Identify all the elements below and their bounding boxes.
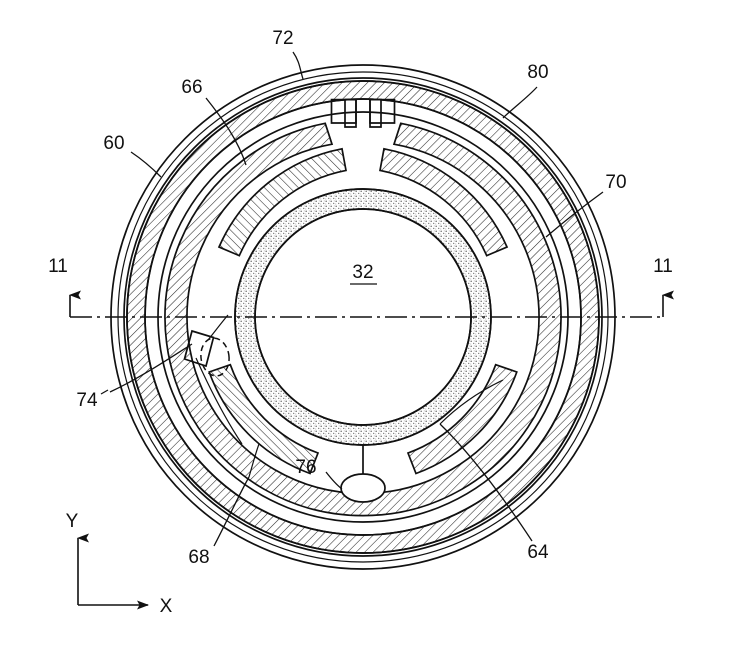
ref-label-11-right: 11 bbox=[653, 256, 673, 277]
leader-64 bbox=[439, 423, 533, 542]
leader-76 bbox=[325, 471, 343, 490]
center-label-32-group: 32 bbox=[350, 262, 377, 285]
ref-label-68: 68 bbox=[188, 547, 209, 568]
xy-axis-indicator bbox=[77, 533, 149, 610]
ref-label-11-left: 11 bbox=[48, 256, 68, 277]
axis-label-y: Y bbox=[66, 511, 79, 532]
leader-70 bbox=[545, 191, 604, 238]
middle-hatched-ring-70 bbox=[164, 122, 562, 517]
center-label-32: 32 bbox=[352, 262, 373, 283]
leader-74 bbox=[109, 343, 193, 393]
ref-label-70: 70 bbox=[605, 172, 626, 193]
ref-label-80: 80 bbox=[527, 62, 548, 83]
inner-arc-upper-right bbox=[379, 147, 509, 257]
ref-label-66: 66 bbox=[181, 77, 202, 98]
inner-arc-66 bbox=[217, 147, 347, 257]
leader-60 bbox=[130, 151, 162, 178]
leader-74-stem bbox=[195, 357, 243, 445]
leader-68 bbox=[213, 476, 250, 547]
dashed-ellipse-74 bbox=[200, 337, 230, 377]
axis-label-x: X bbox=[160, 596, 173, 617]
feature-76-group bbox=[340, 445, 386, 503]
inner-arc-64 bbox=[406, 363, 518, 475]
ref-label-72: 72 bbox=[272, 28, 293, 49]
top-stepped-connector bbox=[330, 98, 396, 128]
leader-72 bbox=[292, 51, 304, 80]
leader-66 bbox=[205, 97, 247, 166]
ref-74-tick bbox=[100, 389, 109, 395]
ref-label-60: 60 bbox=[103, 133, 124, 154]
assembly-group bbox=[110, 64, 616, 570]
inner-arc-68 bbox=[208, 363, 320, 475]
leader-74-inner bbox=[207, 314, 229, 341]
reference-numeral-labels: 72 80 66 60 70 11 11 74 76 64 68 bbox=[48, 28, 673, 568]
ellipse-76 bbox=[340, 473, 386, 503]
leader-80 bbox=[502, 86, 538, 119]
ref-label-76: 76 bbox=[295, 457, 316, 478]
feature-74-group bbox=[183, 329, 230, 377]
leader-68-inner bbox=[248, 443, 260, 478]
ref-label-64: 64 bbox=[527, 542, 549, 563]
leader-lines bbox=[109, 51, 604, 547]
leader-64-inner bbox=[439, 379, 504, 425]
ref-label-74: 74 bbox=[76, 390, 98, 411]
